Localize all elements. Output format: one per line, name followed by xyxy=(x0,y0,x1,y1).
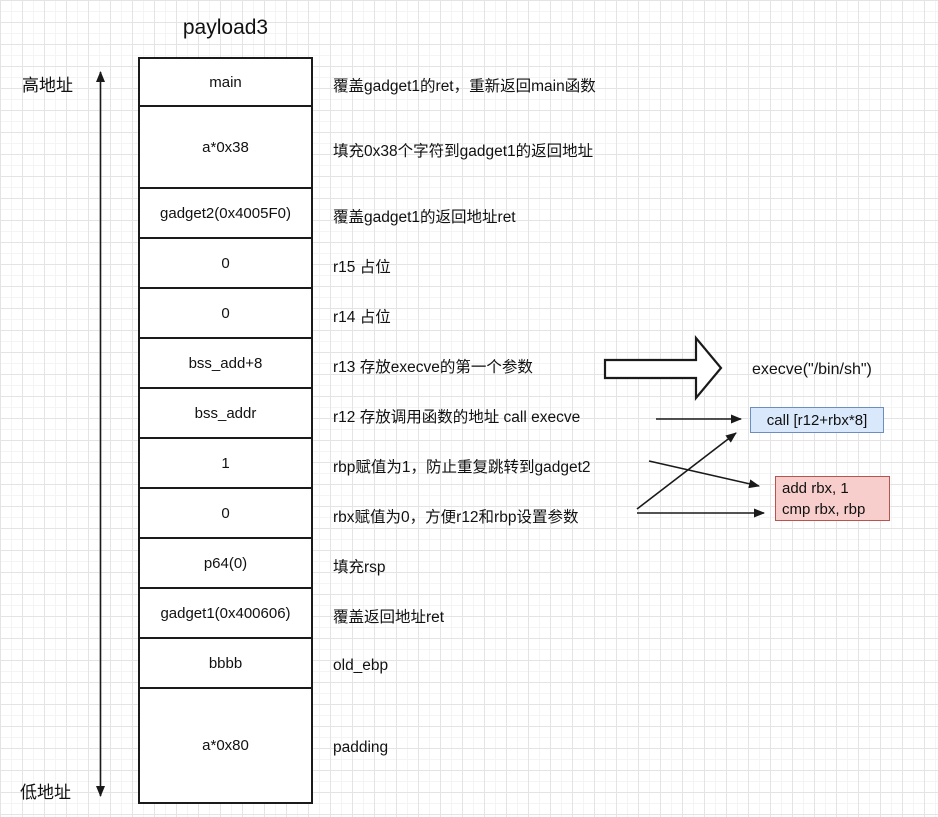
execve-result-label: execve("/bin/sh") xyxy=(752,361,872,378)
diagram-title: payload3 xyxy=(182,16,269,39)
stack-cell-value: bss_addr xyxy=(194,404,257,422)
stack-cell: a*0x38 xyxy=(140,107,311,189)
stack-cell: gadget1(0x400606) xyxy=(140,589,311,639)
stack-row-note: padding xyxy=(333,738,389,756)
call-gadget-text: call [r12+rbx*8] xyxy=(766,411,868,429)
stack-cell: p64(0) xyxy=(140,539,311,589)
stack-cell: 0 xyxy=(140,239,311,289)
stack-cell-value: bss_add+8 xyxy=(188,354,263,372)
asm-line-cmp: cmp rbx, rbp xyxy=(782,501,866,518)
stack-cell: a*0x80 xyxy=(140,689,311,802)
stack-row-note: 填充0x38个字符到gadget1的返回地址 xyxy=(333,143,594,160)
stack-row-note: r14 占位 xyxy=(333,309,391,326)
stack-cell-value: 0 xyxy=(221,504,230,522)
stack-row-note: rbp赋值为1，防止重复跳转到gadget2 xyxy=(333,459,591,476)
stack-row-note: 覆盖返回地址ret xyxy=(333,609,445,626)
stack-row-note: 覆盖gadget1的返回地址ret xyxy=(333,209,516,226)
stack-cell-value: 0 xyxy=(221,304,230,322)
arrow-rbx-to-call-box xyxy=(636,432,737,510)
call-gadget-box: call [r12+rbx*8] xyxy=(750,407,884,433)
stack-row-note: r15 占位 xyxy=(333,259,391,276)
stack-row-note: old_ebp xyxy=(333,657,389,674)
stack-cell: bss_addr xyxy=(140,389,311,439)
asm-line-add: add rbx, 1 xyxy=(782,480,849,497)
stack-row-note: rbx赋值为0，方便r12和rbp设置参数 xyxy=(333,509,579,526)
stack-cell: main xyxy=(140,59,311,107)
stack-cell: bss_add+8 xyxy=(140,339,311,389)
asm-gadget-box: add rbx, 1 cmp rbx, rbp xyxy=(775,476,890,521)
stack-cell-value: gadget1(0x400606) xyxy=(160,604,291,622)
stack-cell-value: p64(0) xyxy=(203,554,248,572)
stack-cell: 1 xyxy=(140,439,311,489)
stack-cell-value: a*0x38 xyxy=(202,138,249,156)
stack-cell-value: 1 xyxy=(221,454,230,472)
stack-cell: gadget2(0x4005F0) xyxy=(140,189,311,239)
stack-row-note: r12 存放调用函数的地址 call execve xyxy=(333,409,581,426)
stack-cell-value: main xyxy=(209,73,242,91)
stack-row-note: 填充rsp xyxy=(333,559,386,576)
stack-cell-value: gadget2(0x4005F0) xyxy=(160,204,291,222)
high-address-label: 高地址 xyxy=(22,76,73,95)
low-address-label: 低地址 xyxy=(20,783,71,802)
stack-cell-value: 0 xyxy=(221,254,230,272)
stack-cell-value: bbbb xyxy=(208,654,243,672)
stack-cell-value: a*0x80 xyxy=(202,737,249,754)
arrow-rbp-to-asm-box xyxy=(648,460,760,489)
stack-cell: 0 xyxy=(140,489,311,539)
stack-cell: 0 xyxy=(140,289,311,339)
stack-cell: bbbb xyxy=(140,639,311,689)
stack-row-note: r13 存放execve的第一个参数 xyxy=(333,359,533,376)
big-right-arrow xyxy=(603,334,723,402)
stack-row-note: 覆盖gadget1的ret，重新返回main函数 xyxy=(333,78,596,95)
